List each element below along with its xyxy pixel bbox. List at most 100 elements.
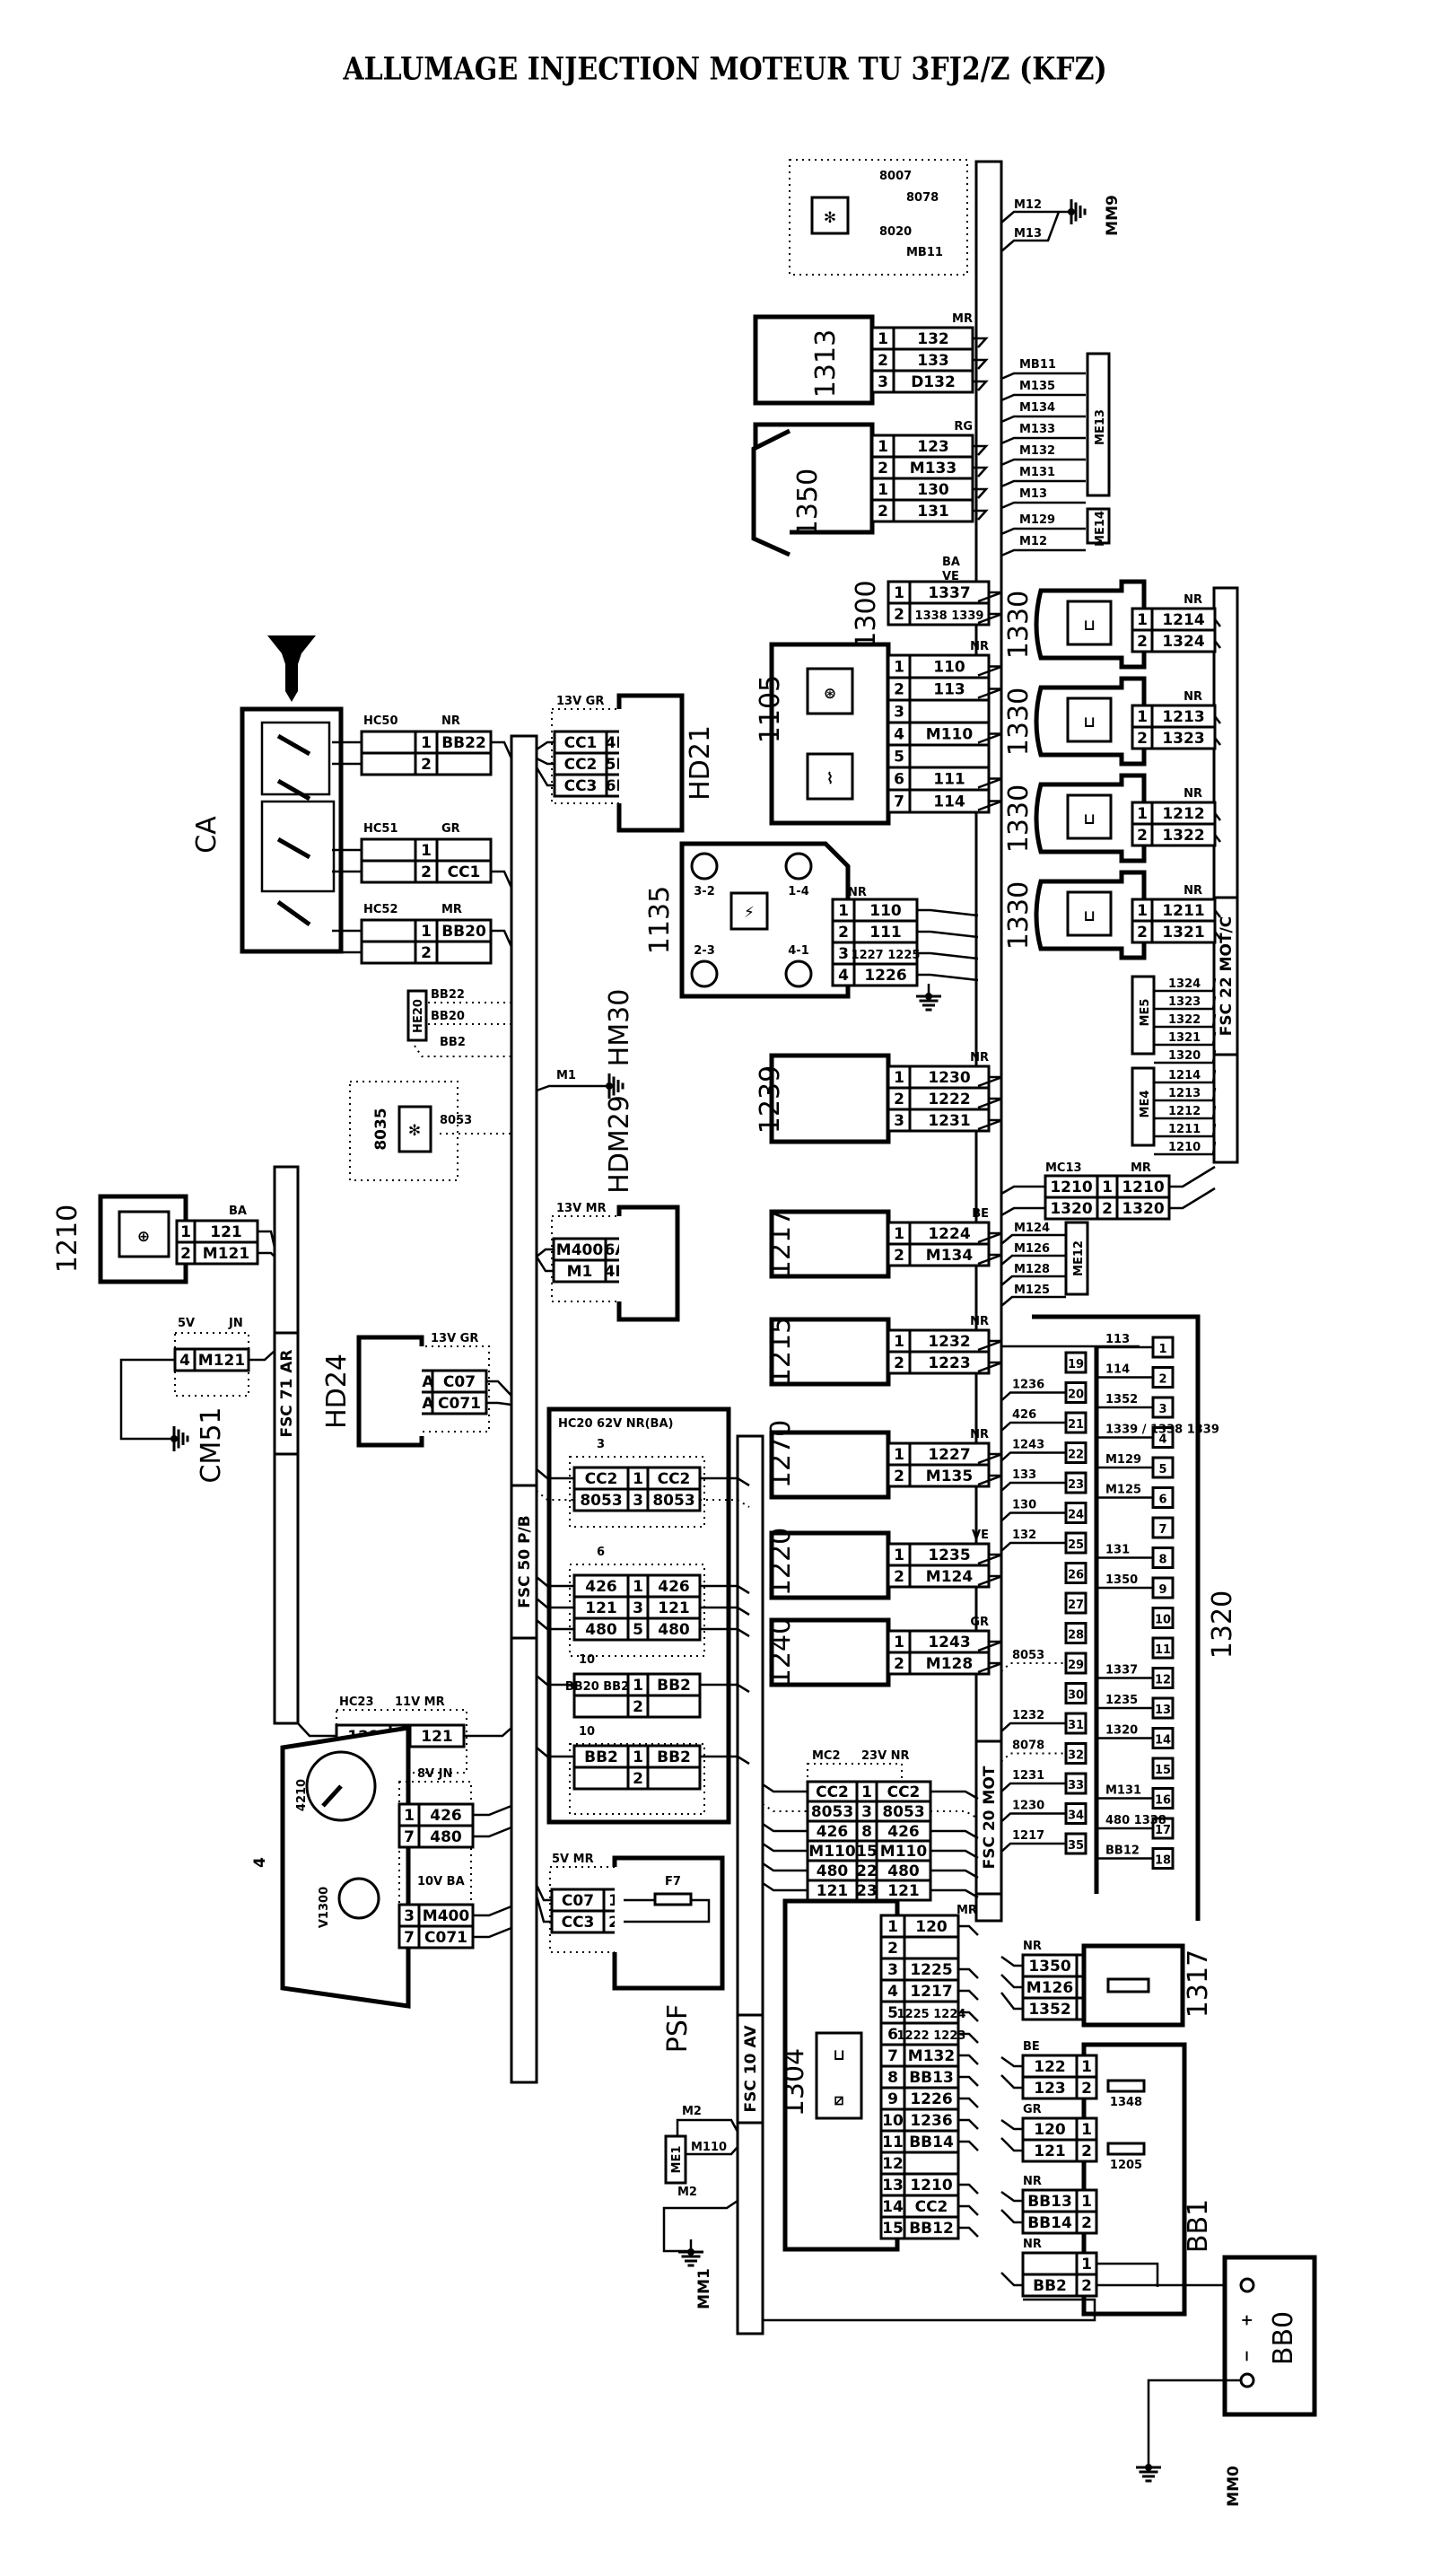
pin-number: 35: [1068, 1839, 1084, 1853]
bundle-body: [736, 1434, 764, 2335]
cell-text: 1322: [1162, 827, 1204, 845]
cell-text: 1: [1137, 611, 1148, 629]
key-icon: [267, 635, 316, 702]
pin-box: [1064, 1652, 1088, 1675]
wire-label: 1320: [1105, 1724, 1138, 1738]
wire-color-label: NR: [1184, 690, 1202, 704]
wire-label: 1230: [1012, 1800, 1044, 1813]
wire-label: M135: [1019, 380, 1055, 393]
cell-text: 1: [180, 1223, 191, 1241]
wire: [473, 1926, 512, 1939]
pin-number: 32: [1068, 1749, 1084, 1763]
wire: [977, 1097, 1003, 1109]
bundle-fsc-22-motc: FSC 22 MOT/C: [1212, 586, 1239, 1164]
wire-label: MB11: [906, 246, 943, 259]
wire-color-label: NR: [970, 1315, 989, 1328]
wire-color-label: NR: [1184, 593, 1202, 607]
cell-text: 1: [894, 659, 904, 677]
wire-label: M124: [1014, 1222, 1050, 1235]
wire-label: 1350: [1105, 1573, 1138, 1587]
cell-text: 1210: [910, 2177, 952, 2195]
connector-label: HC20 62V NR(BA): [558, 1417, 673, 1431]
cell-text: 1: [1081, 2058, 1092, 2076]
cell-text: 1338 1339: [915, 609, 984, 623]
wire: [676, 2118, 739, 2136]
wire: [536, 1084, 597, 1092]
wire: [973, 487, 989, 499]
pin-number: 21: [1068, 1418, 1084, 1432]
bundle-fsc-10-av-label: FSC 10 AV: [742, 2025, 760, 2113]
connector-label: MC2: [812, 1749, 841, 1763]
wire: [958, 2204, 979, 2216]
fuse-icon: [653, 1892, 693, 1906]
bundle-fsc-20-mot: FSC 20 MOT: [974, 1739, 1003, 1896]
bundle-fsc-22-motc-label: FSC 22 MOT/C: [1218, 916, 1236, 1036]
wire: [1000, 2137, 1023, 2152]
wire-color-label: GR: [1023, 2103, 1042, 2116]
cell-text: BB20 BB22: [565, 1680, 637, 1694]
cell-text: 2: [894, 1468, 904, 1485]
connector-spec: 10V BA: [417, 1875, 465, 1888]
splice-label: ME1: [670, 2146, 684, 2174]
splice-label: HE20: [412, 999, 425, 1033]
cell: [435, 940, 493, 965]
cell-text: 111: [933, 771, 965, 789]
wire-label: 1324: [1168, 977, 1201, 991]
pin-number: 17: [1155, 1824, 1171, 1837]
wire-label: 1339 / 1338 1339: [1105, 1424, 1219, 1437]
cell: [908, 1086, 991, 1111]
wire: [762, 1803, 808, 1812]
cell-text: 480: [658, 1621, 690, 1639]
wire: [1169, 1187, 1216, 1210]
bundle-fsc-71-ar: FSC 71 AR: [273, 1165, 300, 1725]
cell-text: 2: [894, 606, 904, 624]
wire: [1000, 1662, 1066, 1672]
wire-label: M133: [1019, 423, 1055, 436]
battery-minus-sign: −: [1238, 2350, 1256, 2362]
dotted-frame: [551, 1215, 633, 1302]
wire: [1000, 548, 1086, 557]
wire-label: M12: [1014, 198, 1042, 212]
wire: [1096, 2262, 1159, 2287]
cell-text: 1: [1137, 805, 1148, 823]
cell: [414, 940, 439, 965]
cell-text: 1: [894, 1446, 904, 1464]
ground-label: MM9: [1104, 195, 1122, 236]
ground-icon: [1059, 199, 1087, 224]
cell-text: 1225: [910, 1961, 952, 1979]
component-label: CM51: [196, 1406, 227, 1483]
cell: [892, 369, 974, 394]
cell-text: 7: [887, 2047, 898, 2065]
wire: [977, 1231, 1003, 1244]
wire-color-label: MR: [1131, 1161, 1151, 1175]
pin-number: 33: [1068, 1779, 1084, 1792]
ground-label: MM0: [1225, 2466, 1243, 2507]
component-label: 1330: [1003, 784, 1035, 853]
component-label: HD24: [321, 1354, 353, 1429]
cell-text: 1: [608, 1892, 619, 1910]
cell-text: CC1: [448, 863, 481, 881]
cell: [908, 676, 991, 702]
wire: [473, 1826, 512, 1838]
component-body: [356, 1335, 424, 1448]
wire: [473, 1905, 512, 1917]
wire: [700, 1755, 750, 1766]
wire-label: 1213: [1168, 1087, 1201, 1100]
wire-label: 132: [1012, 1529, 1036, 1542]
cell: [572, 1487, 630, 1512]
cell-text: 2: [894, 1568, 904, 1586]
bundle-fsc-50-pb: FSC 50 P/B: [510, 734, 538, 2084]
wire: [1000, 527, 1086, 536]
cell-text: M400: [423, 1907, 470, 1925]
cell: [360, 730, 417, 755]
